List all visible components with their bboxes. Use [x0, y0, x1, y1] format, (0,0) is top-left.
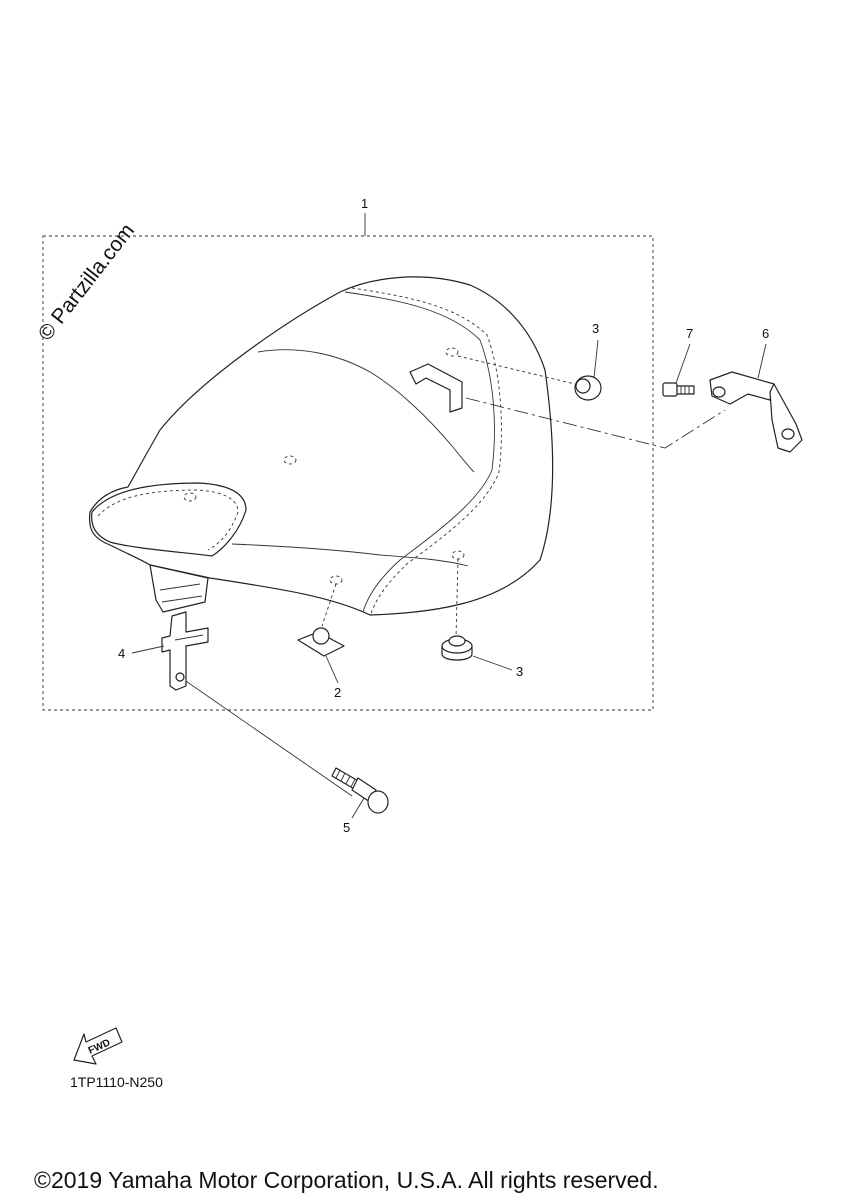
damper-upper[interactable] — [574, 375, 602, 401]
projection-line-damper-upper — [457, 355, 576, 385]
rider-seat-contour — [257, 349, 475, 473]
callout-leader-6 — [757, 343, 767, 379]
watermark-text: © Partzilla.com — [34, 219, 139, 345]
callout-leader-3-upper — [593, 339, 599, 379]
callout-4[interactable]: 4 — [118, 646, 125, 661]
callout-leader-5 — [351, 797, 365, 819]
seat-strap — [409, 363, 463, 413]
rider-seat-front-edge — [231, 543, 469, 567]
callout-3-upper[interactable]: 3 — [592, 321, 599, 336]
projection-line-nut — [321, 583, 337, 627]
fwd-arrow-icon: FWD — [73, 1027, 123, 1065]
assembly-boundary-box — [42, 235, 654, 711]
seat-side-piping — [344, 291, 495, 613]
bolt-rear[interactable] — [662, 382, 695, 397]
callout-1[interactable]: 1 — [361, 196, 368, 211]
callout-leader-3-lower — [472, 655, 513, 671]
projection-line-bolt-front — [179, 676, 353, 797]
bracket-rear[interactable] — [709, 371, 803, 453]
callout-6[interactable]: 6 — [762, 326, 769, 341]
projection-line-damper-lower — [455, 558, 459, 639]
callout-7[interactable]: 7 — [686, 326, 693, 341]
callout-leader-7 — [675, 343, 691, 384]
bracket-front[interactable] — [161, 611, 209, 691]
bolt-front[interactable] — [331, 767, 389, 814]
seat[interactable] — [88, 276, 554, 616]
projection-line-rear-bracket — [465, 397, 726, 449]
copyright-notice: ©2019 Yamaha Motor Corporation, U.S.A. A… — [34, 1167, 659, 1193]
callout-3-lower[interactable]: 3 — [516, 664, 523, 679]
callout-2[interactable]: 2 — [334, 685, 341, 700]
mount-hole-top — [445, 347, 459, 357]
pillion-pad — [91, 482, 247, 557]
mount-hole-center — [283, 455, 297, 465]
pillion-pad-stitching — [97, 489, 239, 551]
damper-lower[interactable] — [441, 635, 473, 661]
callout-leader-2 — [325, 655, 339, 684]
seat-tail — [149, 564, 209, 613]
seat-side-piping-stitching — [351, 287, 502, 615]
seat-outline — [88, 276, 554, 616]
mount-hole-pillion — [183, 492, 197, 502]
callout-5[interactable]: 5 — [343, 820, 350, 835]
nut[interactable] — [297, 627, 345, 657]
seat-tail-detail — [159, 583, 203, 603]
callout-leader-4 — [131, 645, 165, 654]
diagram-code: 1TP1110-N250 — [70, 1074, 163, 1090]
